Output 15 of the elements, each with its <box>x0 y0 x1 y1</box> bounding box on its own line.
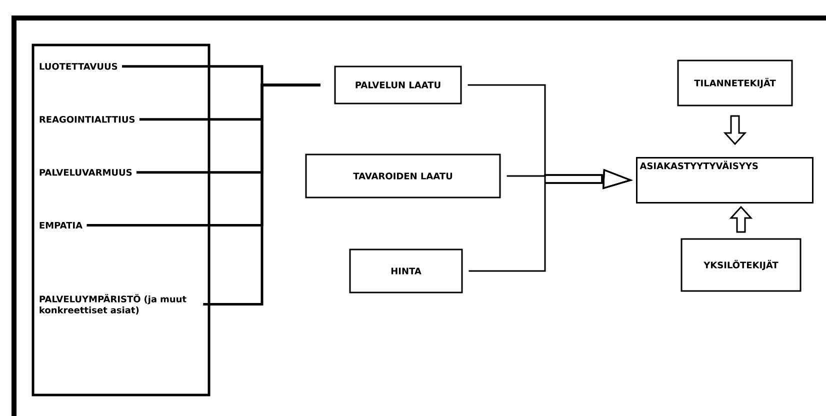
factor-box: TAVAROIDEN LAATU <box>305 154 501 198</box>
item-label: EMPATIA <box>40 222 82 229</box>
factor-box: TILANNETEKIJÄT <box>677 60 793 106</box>
block-arrow <box>729 206 753 233</box>
item-label: LUOTETTAVUUS <box>40 62 118 70</box>
outcome-box: ASIAKASTYYTYVÄISYYS <box>636 157 814 204</box>
item-label: PALVELUVARMUUS <box>40 168 132 176</box>
item-label: REAGOINTIALTTIUS <box>40 116 135 123</box>
factor-box: YKSILÖTEKIJÄT <box>680 238 802 292</box>
factor-box: HINTA <box>349 248 463 294</box>
connector-line <box>203 84 320 306</box>
group-box <box>32 44 210 396</box>
block-arrow <box>723 115 747 146</box>
item-label: PALVELUYMPÄRISTÖ (ja muut konkreettiset asiat) <box>40 294 186 314</box>
factor-box: PALVELUN LAATU <box>334 66 462 104</box>
